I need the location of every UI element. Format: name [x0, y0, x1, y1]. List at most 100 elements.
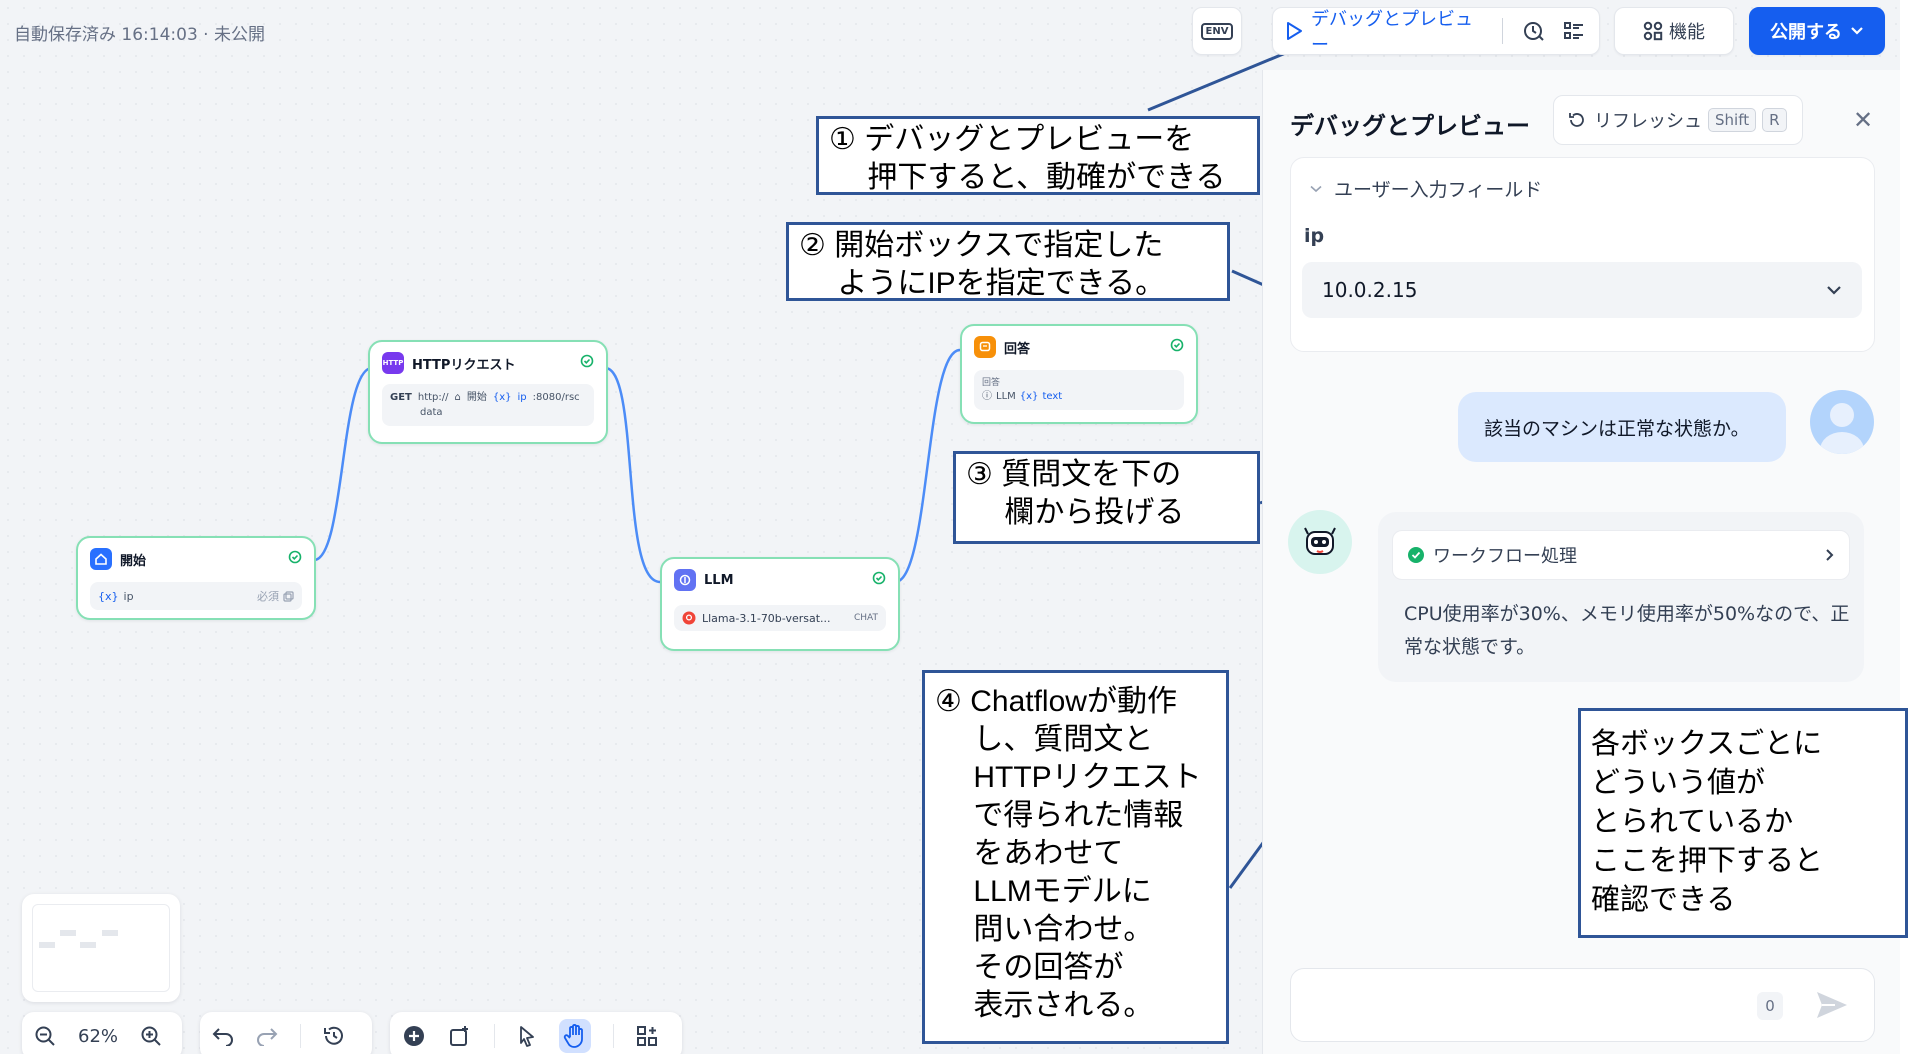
edge-start-http	[313, 366, 373, 562]
http-url-suffix: :8080/rsc	[532, 392, 580, 403]
controls-divider	[494, 1024, 495, 1048]
annotation-1: ① デバッグとプレビューを 押下すると、動確ができる	[816, 116, 1260, 195]
http-icon: HTTP	[382, 352, 404, 374]
http-url-line2: data	[420, 407, 443, 418]
zoom-controls: 62%	[22, 1012, 182, 1054]
model-provider-icon	[682, 611, 696, 625]
node-start[interactable]: 開始 {x} ip 必須	[76, 536, 316, 620]
node-http-request[interactable]: HTTP HTTPリクエスト GET http:// ⌂ 開始 {x} ip :…	[368, 340, 608, 444]
undo-icon[interactable]	[212, 1026, 234, 1046]
variable-icon: {x}	[1019, 391, 1039, 402]
annotation-4: ④ Chatflowが動作 し、質問文と HTTPリクエスト で得られた情報 を…	[922, 670, 1229, 1044]
workflow-process-label: ワークフロー処理	[1433, 546, 1577, 567]
answer-field-label: 回答	[982, 378, 1001, 388]
chevron-down-icon	[1310, 185, 1322, 193]
checklist-icon[interactable]	[1561, 18, 1587, 44]
shortcut-r: R	[1762, 108, 1787, 132]
organize-icon[interactable]	[636, 1025, 658, 1047]
bot-avatar	[1288, 510, 1352, 574]
settings-icon	[283, 590, 294, 602]
hand-icon[interactable]	[559, 1019, 591, 1053]
controls-divider	[613, 1024, 614, 1048]
answer-ref-var: text	[1042, 391, 1063, 402]
apps-icon	[1643, 21, 1663, 41]
toolbar-divider	[1502, 18, 1504, 44]
check-circle-icon	[872, 571, 886, 589]
user-message-bubble: 該当のマシンは正常な状態か。	[1458, 392, 1786, 462]
char-counter: 0	[1757, 992, 1783, 1020]
add-node-icon[interactable]	[402, 1024, 426, 1048]
ip-field-label: ip	[1304, 225, 1325, 247]
workflow-process-toggle[interactable]: ワークフロー処理	[1392, 530, 1850, 580]
chevron-down-icon	[1850, 26, 1864, 36]
history-icon[interactable]	[1521, 18, 1547, 44]
debug-preview-button[interactable]: デバッグとプレビュー	[1311, 9, 1473, 56]
node-start-var: ip	[123, 589, 134, 603]
send-icon[interactable]	[1815, 990, 1849, 1024]
debug-toolbar-group: デバッグとプレビュー	[1272, 7, 1600, 56]
annotation-3: ③ 質問文を下の 欄から投げる	[953, 451, 1260, 544]
pointer-icon[interactable]	[517, 1025, 537, 1047]
bot-answer-text: CPU使用率が30%、メモリ使用率が50%なので、正常な状態です。	[1404, 603, 1850, 658]
zoom-level[interactable]: 62%	[78, 1025, 119, 1047]
zoom-in-icon[interactable]	[140, 1025, 162, 1047]
chevron-right-icon	[1825, 548, 1835, 562]
redo-icon[interactable]	[256, 1026, 278, 1046]
http-url-var: ip	[517, 392, 527, 403]
chevron-down-icon	[1826, 285, 1842, 295]
close-icon[interactable]: ✕	[1853, 106, 1874, 134]
ip-select[interactable]: 10.0.2.15	[1302, 262, 1862, 318]
answer-icon	[974, 336, 996, 358]
llm-icon: ⓘ	[982, 391, 992, 402]
callout-line-1	[1147, 50, 1289, 112]
annotation-5: 各ボックスごとに どういう値が とられているか ここを押下すると 確認できる	[1578, 708, 1908, 938]
env-icon: ENV	[1200, 22, 1234, 40]
zoom-out-icon[interactable]	[34, 1025, 56, 1047]
edge-llm-answer	[894, 348, 961, 584]
node-http-title: HTTPリクエスト	[412, 357, 516, 373]
check-circle-icon	[580, 354, 594, 372]
node-llm-title: LLM	[704, 572, 734, 588]
env-button[interactable]: ENV	[1192, 7, 1242, 55]
edge-http-llm	[604, 366, 661, 584]
node-start-title: 開始	[120, 553, 147, 569]
check-circle-icon	[1407, 546, 1425, 564]
node-answer[interactable]: 回答 回答 ⓘ LLM {x} text	[960, 324, 1198, 424]
http-url-node: 開始	[466, 392, 487, 403]
llm-model-name: Llama-3.1-70b-versat...	[702, 611, 831, 625]
http-url-prefix: http://	[417, 392, 449, 403]
shortcut-shift: Shift	[1708, 108, 1757, 132]
home-icon	[90, 548, 112, 570]
check-circle-icon	[1170, 338, 1184, 356]
llm-mode-badge: CHAT	[853, 613, 878, 623]
annotation-2: ② 開始ボックスで指定した ようにIPを指定できる。	[786, 222, 1230, 301]
history-controls	[200, 1012, 372, 1054]
play-icon	[1285, 21, 1303, 41]
refresh-button[interactable]: リフレッシュ Shift R	[1553, 95, 1803, 145]
minimap[interactable]	[22, 894, 180, 1002]
llm-icon	[674, 569, 696, 591]
user-input-section-title: ユーザー入力フィールド	[1334, 179, 1543, 201]
user-input-card	[1290, 157, 1875, 352]
user-input-section[interactable]: ユーザー入力フィールド	[1310, 175, 1542, 202]
panel-title: デバッグとプレビュー	[1290, 112, 1530, 140]
variable-icon: {x}	[492, 392, 512, 403]
check-circle-icon	[288, 550, 302, 568]
node-answer-title: 回答	[1004, 341, 1031, 357]
ip-select-value: 10.0.2.15	[1322, 278, 1418, 302]
http-method: GET	[390, 392, 412, 403]
refresh-label: リフレッシュ	[1594, 111, 1702, 132]
publish-label: 公開する	[1770, 22, 1842, 43]
publish-button[interactable]: 公開する	[1749, 7, 1885, 55]
autosave-status: 自動保存済み 16:14:03 · 未公開	[14, 25, 265, 45]
home-icon: ⌂	[454, 392, 461, 403]
tool-controls	[390, 1012, 682, 1054]
user-avatar	[1810, 390, 1874, 454]
node-llm[interactable]: LLM Llama-3.1-70b-versat... CHAT	[660, 557, 900, 651]
add-note-icon[interactable]	[448, 1024, 472, 1048]
chat-input[interactable]	[1290, 968, 1875, 1042]
version-history-icon[interactable]	[323, 1025, 345, 1047]
variable-icon: {x}	[98, 589, 119, 603]
features-button[interactable]: 機能	[1614, 7, 1734, 55]
refresh-icon	[1568, 111, 1586, 129]
